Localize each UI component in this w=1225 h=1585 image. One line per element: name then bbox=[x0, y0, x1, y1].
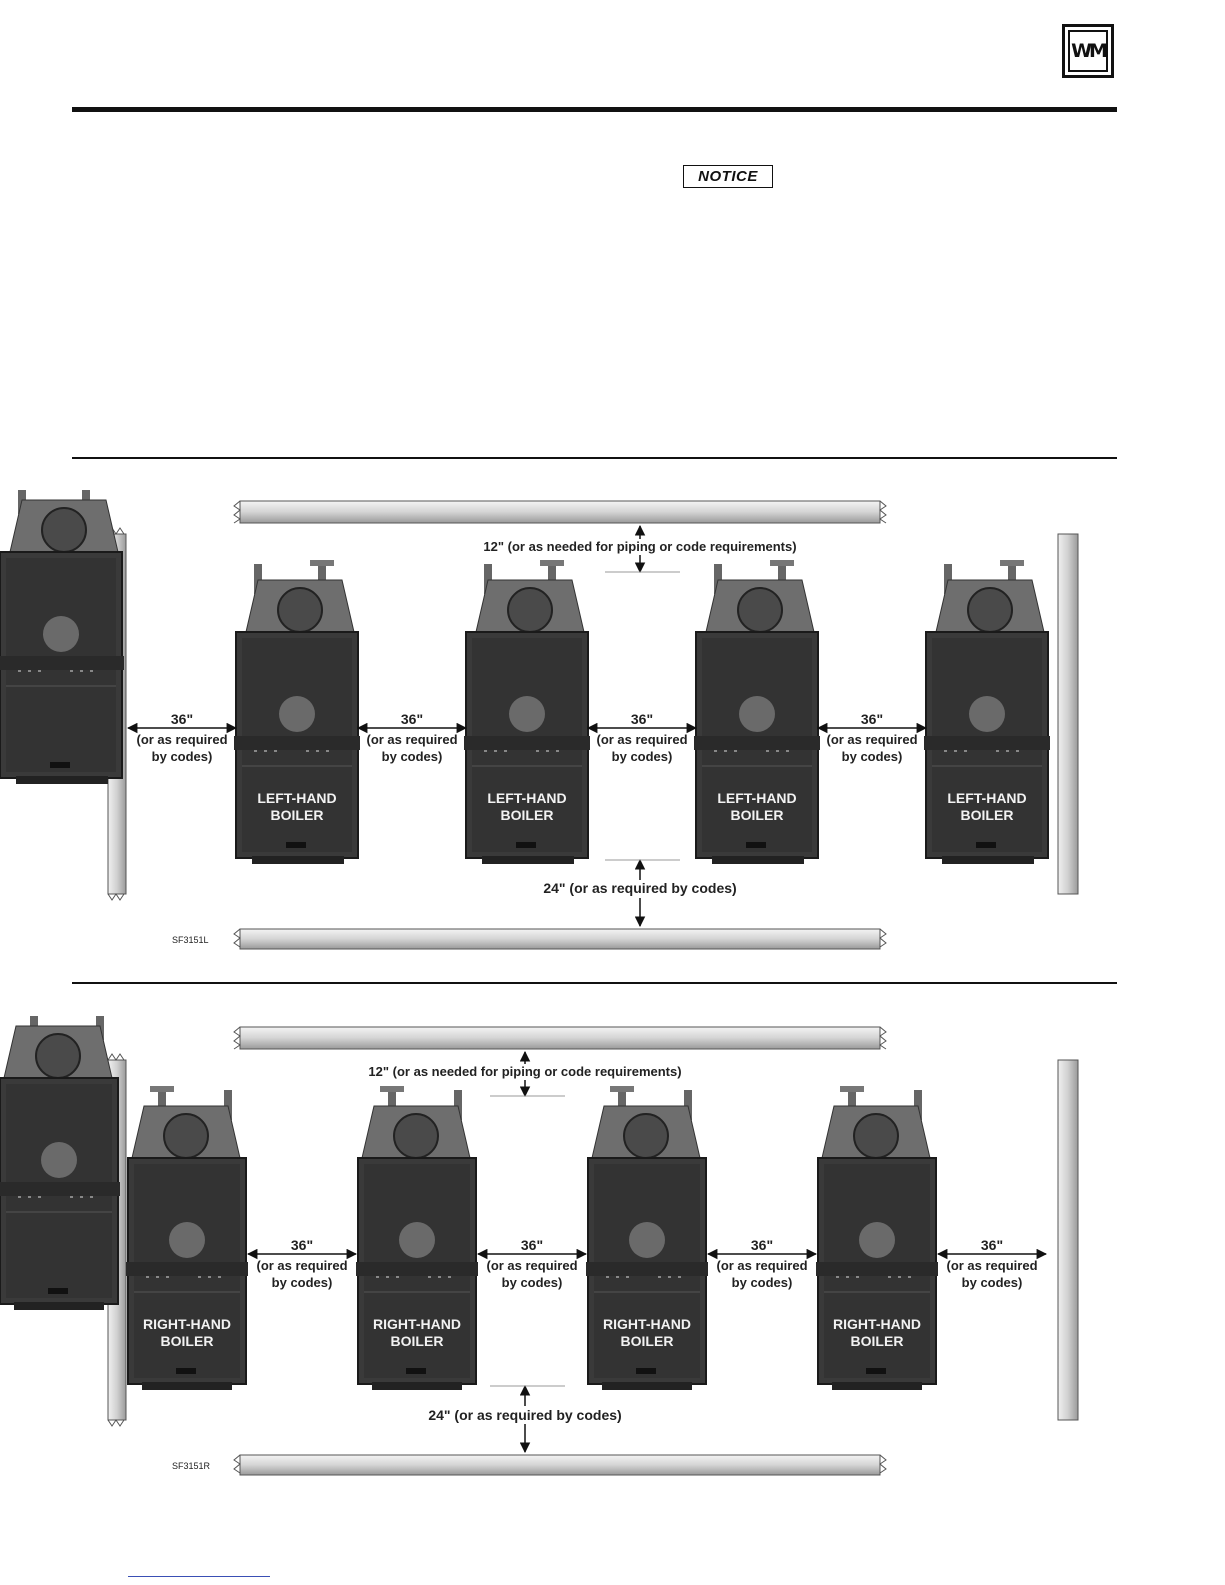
side-clearance-note: (or as required bbox=[486, 1258, 577, 1273]
brand-logo: WM bbox=[1062, 24, 1114, 78]
boiler-label-line1: LEFT-HAND bbox=[947, 790, 1026, 806]
side-clearance-note: by codes) bbox=[732, 1275, 793, 1290]
side-clearance-dim: 36" bbox=[751, 1237, 773, 1253]
boiler-labels: RIGHT-HAND BOILER RIGHT-HAND BOILER RIGH… bbox=[143, 1316, 921, 1349]
side-clearances: 36" (or as required by codes) 36" (or as… bbox=[126, 711, 928, 764]
bottom-wall bbox=[233, 1454, 887, 1476]
top-wall bbox=[233, 1026, 887, 1050]
side-clearance-note: by codes) bbox=[272, 1275, 333, 1290]
side-clearance-note: (or as required bbox=[826, 732, 917, 747]
bottom-wall bbox=[233, 928, 887, 950]
brand-logo-mark: WM bbox=[1068, 30, 1108, 72]
left-hand-boiler-diagram: LEFT-HAND BOILER LEFT-HAND BOILER LEFT-H… bbox=[0, 490, 1079, 950]
bottom-clearance-label: 24" (or as required by codes) bbox=[543, 880, 736, 896]
figure-code: SF3151L bbox=[172, 935, 209, 945]
side-clearance-note: by codes) bbox=[382, 749, 443, 764]
boiler-label-line2: BOILER bbox=[961, 807, 1014, 823]
side-clearance-note: (or as required bbox=[136, 732, 227, 747]
boiler-label-line2: BOILER bbox=[271, 807, 324, 823]
side-clearance-note: (or as required bbox=[596, 732, 687, 747]
side-clearance-dim: 36" bbox=[981, 1237, 1003, 1253]
side-clearance-note: (or as required bbox=[256, 1258, 347, 1273]
side-clearance-dim: 36" bbox=[291, 1237, 313, 1253]
side-clearance-dim: 36" bbox=[171, 711, 193, 727]
side-clearance-dim: 36" bbox=[631, 711, 653, 727]
boiler-label-line2: BOILER bbox=[621, 1333, 674, 1349]
side-clearance-note: (or as required bbox=[716, 1258, 807, 1273]
boiler-label-line1: RIGHT-HAND bbox=[603, 1316, 691, 1332]
side-clearance-note: by codes) bbox=[502, 1275, 563, 1290]
side-clearance-dim: 36" bbox=[861, 711, 883, 727]
side-clearances: 36" (or as required by codes) 36" (or as… bbox=[246, 1237, 1048, 1290]
boiler-label-line1: LEFT-HAND bbox=[487, 790, 566, 806]
figure-top-rule bbox=[72, 457, 1117, 459]
boiler-label-line1: RIGHT-HAND bbox=[833, 1316, 921, 1332]
header-rule bbox=[72, 107, 1117, 112]
side-clearance-note: by codes) bbox=[152, 749, 213, 764]
footer-link-underline[interactable] bbox=[128, 1576, 270, 1577]
side-clearance-note: (or as required bbox=[946, 1258, 1037, 1273]
side-clearance-note: by codes) bbox=[962, 1275, 1023, 1290]
boiler-labels: LEFT-HAND BOILER LEFT-HAND BOILER LEFT-H… bbox=[257, 790, 1026, 823]
boiler-label-line1: RIGHT-HAND bbox=[143, 1316, 231, 1332]
boiler-label-line2: BOILER bbox=[851, 1333, 904, 1349]
right-hand-boiler bbox=[0, 1016, 120, 1310]
boiler-label-line2: BOILER bbox=[731, 807, 784, 823]
figure-divider-rule bbox=[72, 982, 1117, 984]
side-clearance-note: (or as required bbox=[366, 732, 457, 747]
right-wall bbox=[1057, 1059, 1079, 1421]
top-clearance-label: 12" (or as needed for piping or code req… bbox=[368, 1064, 681, 1079]
side-clearance-dim: 36" bbox=[401, 711, 423, 727]
side-clearance-note: by codes) bbox=[612, 749, 673, 764]
right-hand-boiler-diagram: RIGHT-HAND BOILER RIGHT-HAND BOILER RIGH… bbox=[0, 1016, 1079, 1476]
notice-badge: NOTICE bbox=[683, 165, 773, 188]
boiler-label-line2: BOILER bbox=[501, 807, 554, 823]
side-clearance-dim: 36" bbox=[521, 1237, 543, 1253]
right-wall bbox=[1057, 533, 1079, 895]
boiler-label-line2: BOILER bbox=[391, 1333, 444, 1349]
boiler-label-line1: LEFT-HAND bbox=[717, 790, 796, 806]
boiler-label-line1: LEFT-HAND bbox=[257, 790, 336, 806]
top-wall bbox=[233, 500, 887, 524]
figure-code: SF3151R bbox=[172, 1461, 211, 1471]
top-clearance-label: 12" (or as needed for piping or code req… bbox=[483, 539, 796, 554]
side-clearance-note: by codes) bbox=[842, 749, 903, 764]
bottom-clearance-label: 24" (or as required by codes) bbox=[428, 1407, 621, 1423]
boiler-label-line2: BOILER bbox=[161, 1333, 214, 1349]
boiler-label-line1: RIGHT-HAND bbox=[373, 1316, 461, 1332]
left-hand-boiler bbox=[0, 490, 124, 784]
